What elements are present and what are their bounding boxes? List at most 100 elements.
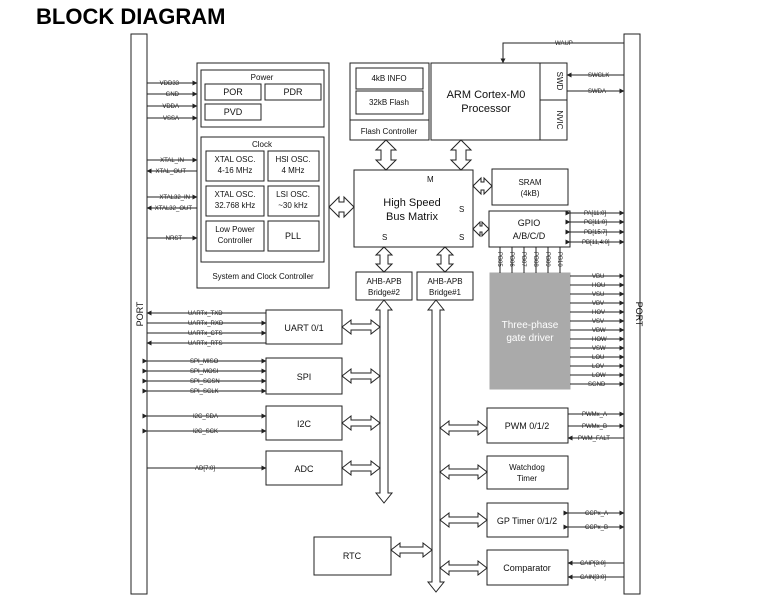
vdd33-signal: VDD33 [160,81,180,87]
gpio-label-2: A/B/C/D [513,231,546,241]
uart-rts-signal: UARTx_RTS [188,341,222,347]
cain-signal: CAIN[3:0] [580,575,606,581]
bridge2-trunk [374,299,394,504]
uart-cts-signal: UARTx_CTS [188,331,223,337]
bus-matrix-master-port: M [427,175,434,184]
hov-signal: HOV [592,310,605,316]
main-flash-block [355,90,424,115]
pwm-bus-arrow [439,419,488,437]
ahb-apb-bridge-2 [355,271,413,301]
rtc-label: RTC [343,551,362,561]
low-signal: LOW [592,373,606,379]
system-clock-controller-label: System and Clock Controller [212,272,314,281]
pll-block [267,220,320,252]
pc-signal: PC[11:0] [584,220,607,226]
how-signal: HOW [592,337,607,343]
i2c-bus-arrow [341,414,381,432]
pb10-pin: PB10 [556,252,562,267]
ccp-a-signal: CCPx_A [585,511,608,517]
sram-label-1: SRAM [518,178,541,187]
left-port-label: PORT [135,301,145,326]
gate-driver-signals: VBU HOU VSU VBV HOV VSV VBW HOW VSW LOU … [570,273,625,388]
low-power-controller-block [205,220,265,252]
gate-driver-pins: PB05 PB06 PB07 PB08 PB09 PB10 [496,247,562,273]
hsi-osc-block [267,150,320,182]
xtal-osc-lf-block [205,185,265,217]
pb05-pin: PB05 [496,252,502,267]
adc-signal: AD[7:0] [195,466,215,472]
high-speed-bus-matrix [353,169,474,248]
lsi-osc-freq: ~30 kHz [278,201,308,210]
sgnd-signal: SGND [588,382,606,388]
three-phase-gate-driver [489,272,571,390]
hou-signal: HOU [592,283,605,289]
cpu-label-1: ARM Cortex-M0 [447,89,526,101]
xtal-in-signal: XTAL_IN [160,158,184,164]
bus-arrows [328,139,493,593]
clock-signals: XTAL_IN XTAL_OUT XTAL32_IN XTAL32_OUT NR… [146,157,198,242]
flash-controller-label: Flash Controller [361,127,418,136]
xtal-osc-lf-freq: 32.768 kHz [215,201,255,210]
cpu-bus-arrow [449,139,473,171]
sram-block [491,168,569,206]
pll-label: PLL [285,231,301,241]
xtal-osc-hf-block [205,150,265,182]
gpio-signals: PA[11:0] PC[11:0] PD[15:7] PB[11,4:0] [565,210,625,246]
cpu-label-2: Processor [461,103,511,115]
comparator-label: Comparator [503,563,551,573]
system-bus-arrow [328,195,355,219]
gpio-bus-arrow [472,220,490,238]
comparator-bus-arrow [439,559,488,577]
vbv-signal: VBV [592,301,604,307]
cpu-signals: WAUP SWCLK SWDA [500,41,625,95]
power-group-label: Power [251,73,274,82]
i2c-sda-signal: I2C_SDA [193,414,218,420]
lsi-osc-label: LSI OSC. [276,190,310,199]
swda-signal: SWDA [588,89,606,95]
i2c-block [265,405,343,441]
vsw-signal: VSW [592,346,606,352]
pb09-pin: PB09 [544,252,550,267]
gate-driver-label-2: gate driver [506,333,554,344]
pvd-label: PVD [224,107,243,117]
xtal32-in-signal: XTAL32_IN [159,195,190,201]
uart-txd-signal: UARTx_TXD [188,311,223,317]
bus-matrix-slave-port-bridge2: S [382,233,387,242]
pdr-block [264,83,322,101]
gpio-block [488,210,571,248]
gp-timer-label: GP Timer 0/1/2 [497,516,557,526]
spi-label: SPI [297,372,312,382]
i2c-label: I2C [297,419,312,429]
pvd-block [204,103,262,121]
spi-scsn-signal: SPI_SCSN [190,379,220,385]
lsi-osc-block [267,185,320,217]
pwm-a-signal: PWMx_A [582,412,607,418]
power-signals: VDD33 GND VDDA VSSA [147,80,198,122]
uart-block [265,309,343,345]
bus-matrix-slave-port-gpio: S [459,233,464,242]
xtal-osc-hf-freq: 4-16 MHz [218,166,253,175]
main-flash-label: 32kB Flash [369,98,409,107]
ccp-b-signal: CCPx_B [585,525,608,531]
watchdog-bus-arrow [439,463,488,481]
bridge2-label-2: Bridge#2 [368,288,401,297]
uart-label: UART 0/1 [284,323,323,333]
vsu-signal: VSU [592,292,604,298]
vdda-signal: VDDA [162,104,179,110]
caip-signal: CAIP[3:0] [580,561,606,567]
pd-signal: PD[15:7] [584,230,608,236]
lou-signal: LOU [592,355,604,361]
spi-mosi-signal: SPI_MOSI [190,369,219,375]
vssa-signal: VSSA [163,116,179,122]
gp-timer-bus-arrow [439,511,488,529]
left-peripheral-signals: UARTx_TXD UARTx_RXD UARTx_CTS UARTx_RTS … [142,310,267,472]
por-label: POR [223,87,243,97]
i2c-sck-signal: I2C_SCK [193,429,218,435]
pwm-b-signal: PWMx_B [582,424,607,430]
lov-signal: LOV [592,364,604,370]
bridge1-bus-arrow [435,246,455,273]
gate-driver-label-1: Three-phase [502,320,559,331]
right-peripheral-signals: PWMx_A PWMx_B PWM_FALT CCPx_A CCPx_B CAI… [563,411,625,581]
pdr-label: PDR [283,87,303,97]
spi-sclk-signal: SPI_SCLK [190,389,219,395]
